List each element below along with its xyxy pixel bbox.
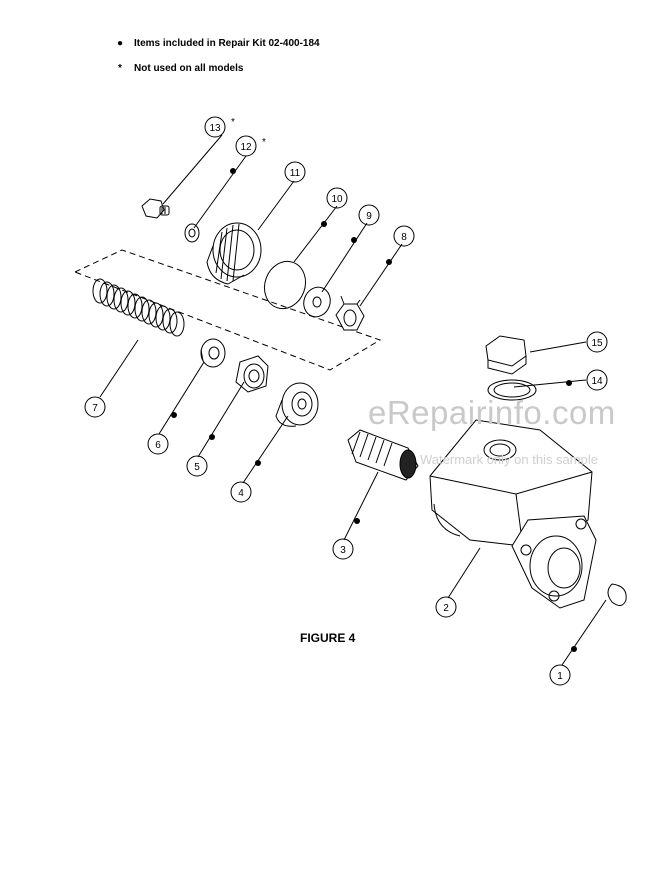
legend-not-all-models-text: Not used on all models bbox=[134, 63, 244, 74]
watermark-note: Watermark only on this sample bbox=[420, 452, 598, 467]
callout-10: 10 bbox=[331, 194, 343, 205]
legend-repair-kit-text: Items included in Repair Kit 02-400-184 bbox=[134, 38, 320, 49]
part-15-filler-plug bbox=[485, 335, 527, 375]
part-4-seal bbox=[275, 382, 319, 427]
watermark-text: eRepairinfo.com bbox=[368, 394, 616, 431]
callout-13: 13 bbox=[209, 123, 221, 134]
callout-11: 11 bbox=[290, 168, 301, 179]
callout-7: 7 bbox=[92, 403, 98, 414]
part-14-gasket bbox=[487, 379, 537, 401]
part-7-spring bbox=[92, 278, 185, 337]
callout-8: 8 bbox=[401, 232, 407, 243]
part-8-valve-seat bbox=[335, 295, 365, 331]
part-2-cylinder-body bbox=[429, 419, 597, 609]
callout-12: 12 bbox=[240, 142, 252, 153]
part-1-snap-ring bbox=[607, 583, 627, 606]
callout-4: 4 bbox=[238, 488, 244, 499]
callout-2: 2 bbox=[443, 603, 449, 614]
legend-repair-kit: ● Items included in Repair Kit 02-400-184 bbox=[110, 38, 320, 49]
kit-bullet-dots bbox=[171, 168, 577, 652]
callout-15: 15 bbox=[591, 338, 603, 349]
figure-title: FIGURE 4 bbox=[300, 631, 356, 645]
part-11-cap bbox=[206, 222, 262, 285]
callout-1: 1 bbox=[557, 671, 563, 682]
kit-dashed-outline bbox=[73, 249, 382, 371]
callout-9: 9 bbox=[366, 211, 372, 222]
leader-lines bbox=[99, 134, 607, 666]
callout-5: 5 bbox=[194, 462, 200, 473]
callout-3: 3 bbox=[340, 545, 346, 556]
asterisk-icon: * bbox=[118, 63, 122, 74]
part-5-piston bbox=[235, 355, 269, 393]
legend-not-all-models: * Not used on all models bbox=[110, 63, 243, 74]
callout-14: 14 bbox=[591, 376, 603, 387]
callouts: 13 12 11 10 9 8 7 6 5 4 3 2 1 14 15 * * bbox=[84, 116, 608, 686]
part-12-washer bbox=[184, 223, 200, 243]
asterisk-12: * bbox=[262, 137, 266, 148]
part-13-nut bbox=[141, 198, 170, 219]
part-10-o-ring bbox=[263, 260, 307, 310]
part-3-valve bbox=[347, 429, 419, 481]
asterisk-13: * bbox=[231, 117, 235, 128]
bullet-icon: ● bbox=[116, 38, 124, 49]
part-9-washer bbox=[303, 286, 331, 318]
part-6-retainer bbox=[200, 338, 226, 368]
callout-6: 6 bbox=[155, 440, 161, 451]
